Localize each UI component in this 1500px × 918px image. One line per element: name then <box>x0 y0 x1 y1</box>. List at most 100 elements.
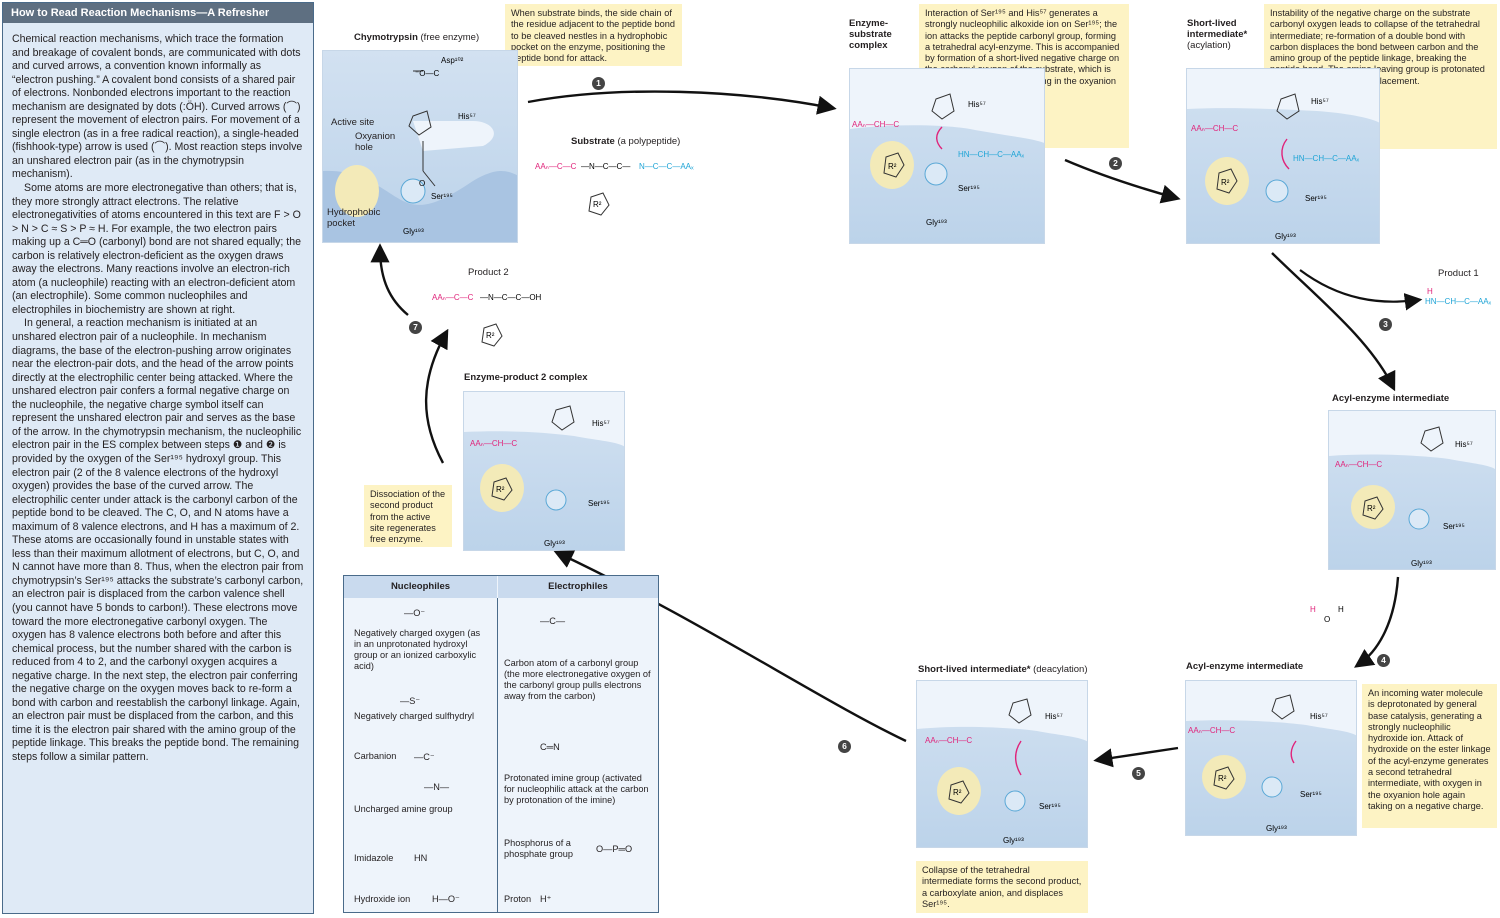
ep2-complex-label: Enzyme-product 2 complex <box>464 372 588 383</box>
step-badge-1: 1 <box>592 77 605 90</box>
oxyanion-hole-label: Oxyanion hole <box>355 131 396 153</box>
arrow-step-3 <box>1271 252 1396 392</box>
formula-phosphate: O—P═O <box>596 844 633 854</box>
svg-text:Ser¹⁹⁵: Ser¹⁹⁵ <box>1300 790 1322 799</box>
formula-carbanion: —C⁻ <box>414 752 435 762</box>
nucleophile-item: Carbanion <box>354 751 397 761</box>
svg-text:R²: R² <box>496 485 505 494</box>
svg-text:AAₙ—CH—C: AAₙ—CH—C <box>852 120 899 129</box>
svg-text:His⁵⁷: His⁵⁷ <box>1455 440 1473 449</box>
arrow-product1 <box>1299 269 1423 311</box>
hydrophobic-pocket-label: Hydrophobic pocket <box>327 207 381 229</box>
svg-text:R²: R² <box>953 788 962 797</box>
svg-text:His⁵⁷: His⁵⁷ <box>1311 97 1329 106</box>
product2-structure: AAₙ—C—C —N—C—C—OH R² <box>432 293 542 347</box>
nucleophile-item: Imidazole <box>354 853 394 863</box>
svg-text:Ser¹⁹⁵: Ser¹⁹⁵ <box>958 184 980 193</box>
short-lived-acyl-label: Short-lived intermediate*(acylation) <box>1187 18 1248 51</box>
nucleophile-electrophile-table: Nucleophiles Electrophiles —O⁻ Negativel… <box>343 575 659 913</box>
water-structure: H O H <box>1310 605 1344 624</box>
arrow-step-5 <box>1093 746 1179 768</box>
acyl-enzyme-1-panel: R² AAₙ—CH—C His⁵⁷ Ser¹⁹⁵ Gly¹⁹³ <box>1328 410 1496 570</box>
ep2-complex-panel: R² AAₙ—CH—C His⁵⁷ Ser¹⁹⁵ Gly¹⁹³ <box>463 391 625 551</box>
svg-text:AAₙ—C—C: AAₙ—C—C <box>432 293 474 302</box>
nucleophile-item: Uncharged amine group <box>354 804 453 814</box>
svg-text:Gly¹⁹³: Gly¹⁹³ <box>1275 232 1296 241</box>
svg-text:AAₙ—CH—C: AAₙ—CH—C <box>1335 460 1382 469</box>
nucleophile-item: Negatively charged oxygen (as in an unpr… <box>354 628 481 671</box>
step-badge-2: 2 <box>1109 157 1122 170</box>
svg-text:—N—C—C—: —N—C—C— <box>581 162 630 171</box>
short-lived-deacyl-label: Short-lived intermediate* (deacylation) <box>918 664 1088 675</box>
svg-text:H: H <box>1310 605 1316 614</box>
svg-text:Ser¹⁹⁵: Ser¹⁹⁵ <box>1305 194 1327 203</box>
svg-text:His⁵⁷: His⁵⁷ <box>1045 712 1063 721</box>
note-substrate-binds: When substrate binds, the side chain of … <box>505 4 682 66</box>
sidebar-paragraph: Chemical reaction mechanisms, which trac… <box>12 33 303 181</box>
es-complex-panel: R² AAₙ—CH—C HN—CH—C—AAₓ His⁵⁷ Ser¹⁹⁵ Gly… <box>849 68 1045 244</box>
formula-hydroxide: H—O⁻ <box>432 894 460 904</box>
free-enzyme-panel: ⁻O—C Asp¹⁰² His⁵⁷ Ser¹⁹⁵ Gly¹⁹³ O Active… <box>322 50 518 243</box>
electrophile-item: Phosphorus of a phosphate group <box>504 838 573 859</box>
table-divider <box>497 598 498 912</box>
nucleophile-item: Hydroxide ion <box>354 894 411 904</box>
step-badge-4: 4 <box>1377 654 1390 667</box>
svg-text:Ser¹⁹⁵: Ser¹⁹⁵ <box>1039 802 1061 811</box>
step-badge-5: 5 <box>1132 767 1145 780</box>
substrate-label: Substrate (a polypeptide) <box>571 136 681 147</box>
electrophile-item: Protonated imine group (activated for nu… <box>504 773 649 805</box>
svg-text:His⁵⁷: His⁵⁷ <box>1310 712 1328 721</box>
product2-label: Product 2 <box>468 267 509 278</box>
short-lived-acyl-structure: R² AAₙ—CH—C HN—CH—C—AAₓ His⁵⁷ Ser¹⁹⁵ Gly… <box>1187 69 1379 241</box>
svg-text:His⁵⁷: His⁵⁷ <box>592 419 610 428</box>
svg-text:AAₙ—CH—C: AAₙ—CH—C <box>1188 726 1235 735</box>
es-complex-label: Enzyme-substrate complex <box>849 18 892 51</box>
svg-text:R²: R² <box>486 331 495 340</box>
svg-text:R²: R² <box>1221 178 1230 187</box>
electrophile-item: Proton <box>504 894 532 904</box>
svg-text:O: O <box>419 179 425 188</box>
svg-text:Gly¹⁹³: Gly¹⁹³ <box>1003 836 1024 845</box>
electrophile-item: Carbon atom of a carbonyl group (the mor… <box>504 658 651 701</box>
substrate-structure: AAₙ—C—C —N—C—C— N—C—C—AAₓ R² <box>535 162 694 216</box>
his-text: His⁵⁷ <box>458 112 476 121</box>
svg-text:R²: R² <box>888 162 897 171</box>
acyl-enzyme-1-label: Acyl-enzyme intermediate <box>1332 393 1450 404</box>
svg-text:His⁵⁷: His⁵⁷ <box>968 100 986 109</box>
svg-text:N—C—C—AAₓ: N—C—C—AAₓ <box>639 162 694 171</box>
note-water: An incoming water molecule is deprotonat… <box>1362 684 1497 828</box>
nucleophiles-header: Nucleophiles <box>344 576 497 598</box>
ep2-complex-structure: R² AAₙ—CH—C His⁵⁷ Ser¹⁹⁵ Gly¹⁹³ <box>464 392 624 548</box>
acyl-enzyme-2-panel: R² AAₙ—CH—C His⁵⁷ Ser¹⁹⁵ Gly¹⁹³ <box>1185 680 1357 836</box>
short-lived-deacyl-structure: R² AAₙ—CH—C His⁵⁷ Ser¹⁹⁵ Gly¹⁹³ <box>917 681 1087 845</box>
product1-label: Product 1 <box>1438 268 1479 279</box>
note-dissociation: Dissociation of the second product from … <box>364 485 452 547</box>
arrow-regenerate <box>370 243 409 316</box>
svg-text:AAₙ—CH—C: AAₙ—CH—C <box>1191 124 1238 133</box>
svg-text:Gly¹⁹³: Gly¹⁹³ <box>1411 559 1432 568</box>
svg-text:HN—CH—C—AAₓ: HN—CH—C—AAₓ <box>1425 297 1492 306</box>
svg-text:Ser¹⁹⁵: Ser¹⁹⁵ <box>1443 522 1465 531</box>
formula-amine: —N— <box>424 782 450 792</box>
svg-text:AAₙ—CH—C: AAₙ—CH—C <box>925 736 972 745</box>
gly-text: Gly¹⁹³ <box>403 227 424 236</box>
short-lived-deacyl-panel: R² AAₙ—CH—C His⁵⁷ Ser¹⁹⁵ Gly¹⁹³ <box>916 680 1088 848</box>
svg-text:—N—C—C—OH: —N—C—C—OH <box>480 293 542 302</box>
svg-text:AAₙ—CH—C: AAₙ—CH—C <box>470 439 517 448</box>
svg-text:R²: R² <box>1218 774 1227 783</box>
product1-structure: HN—CH—C—AAₓ H <box>1425 287 1492 306</box>
refresher-sidebar: How to Read Reaction Mechanisms—A Refres… <box>2 2 314 914</box>
step-badge-3: 3 <box>1379 318 1392 331</box>
sidebar-title: How to Read Reaction Mechanisms—A Refres… <box>3 3 313 23</box>
svg-text:R²: R² <box>593 200 602 209</box>
sidebar-paragraph: In general, a reaction mechanism is init… <box>12 317 304 763</box>
arrow-step-1 <box>527 90 837 115</box>
sidebar-text: Chemical reaction mechanisms, which trac… <box>3 23 313 765</box>
formula-neg-oxygen: —O⁻ <box>404 608 426 618</box>
arrow-step-7 <box>424 328 449 464</box>
carboxylate-text: ⁻O—C <box>415 69 439 78</box>
svg-text:Ser¹⁹⁵: Ser¹⁹⁵ <box>588 499 610 508</box>
formula-sulfhydryl: —S⁻ <box>400 696 421 706</box>
svg-text:HN—CH—C—AAₓ: HN—CH—C—AAₓ <box>958 150 1025 159</box>
